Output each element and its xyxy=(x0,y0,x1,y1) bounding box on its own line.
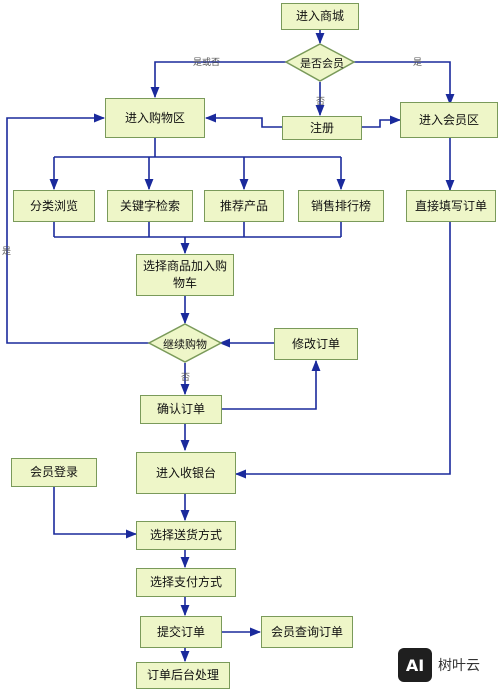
node-member-area: 进入会员区 xyxy=(400,102,498,138)
node-submit-order: 提交订单 xyxy=(140,616,222,648)
decision-continue-shape xyxy=(147,323,223,363)
edge-register-to-member xyxy=(362,115,402,128)
node-backend-process: 订单后台处理 xyxy=(136,662,230,689)
node-sales-ranking: 销售排行榜 xyxy=(298,190,384,222)
node-fill-order: 直接填写订单 xyxy=(406,190,496,222)
edge-continue-yes-loop xyxy=(6,113,152,344)
node-payment: 选择支付方式 xyxy=(136,568,236,597)
edge-fill-to-cashier xyxy=(234,222,451,479)
edge-confirm-to-modify xyxy=(222,359,321,410)
node-enter-mall: 进入商城 xyxy=(281,3,359,30)
node-modify-order: 修改订单 xyxy=(274,328,358,360)
edge-register-to-shopping xyxy=(204,113,282,128)
node-register: 注册 xyxy=(282,116,362,140)
node-keyword-search: 关键字检索 xyxy=(107,190,193,222)
edge-login-to-delivery xyxy=(53,487,138,539)
node-delivery: 选择送货方式 xyxy=(136,521,236,550)
edge-label-no-register: 否 xyxy=(316,97,326,107)
node-recommended: 推荐产品 xyxy=(204,190,284,222)
watermark-name: 树叶云 xyxy=(438,658,480,674)
decision-is-member-label: 是否会员 xyxy=(300,57,344,70)
node-shopping-area: 进入购物区 xyxy=(105,98,205,138)
node-query-order: 会员查询订单 xyxy=(261,616,353,648)
decision-continue-label: 继续购物 xyxy=(163,338,207,351)
watermark: AI 树叶云 xyxy=(396,645,496,687)
edge-label-yes-or-no: 是或否 xyxy=(193,58,221,68)
watermark-logo: AI xyxy=(398,648,432,682)
node-add-to-cart: 选择商品加入购物车 xyxy=(136,254,234,296)
edge-label-no-confirm: 否 xyxy=(181,373,191,383)
edge-label-yes-right: 是 xyxy=(413,58,423,68)
edge-decision-to-member xyxy=(353,61,455,106)
decision-is-member-shape xyxy=(284,43,356,82)
node-category-browse: 分类浏览 xyxy=(13,190,95,222)
node-cashier: 进入收银台 xyxy=(136,452,236,494)
node-confirm-order: 确认订单 xyxy=(140,395,222,424)
edge-decision-to-shopping xyxy=(150,61,287,99)
node-member-login: 会员登录 xyxy=(11,458,97,487)
edge-label-yes-left: 是 xyxy=(2,247,12,257)
